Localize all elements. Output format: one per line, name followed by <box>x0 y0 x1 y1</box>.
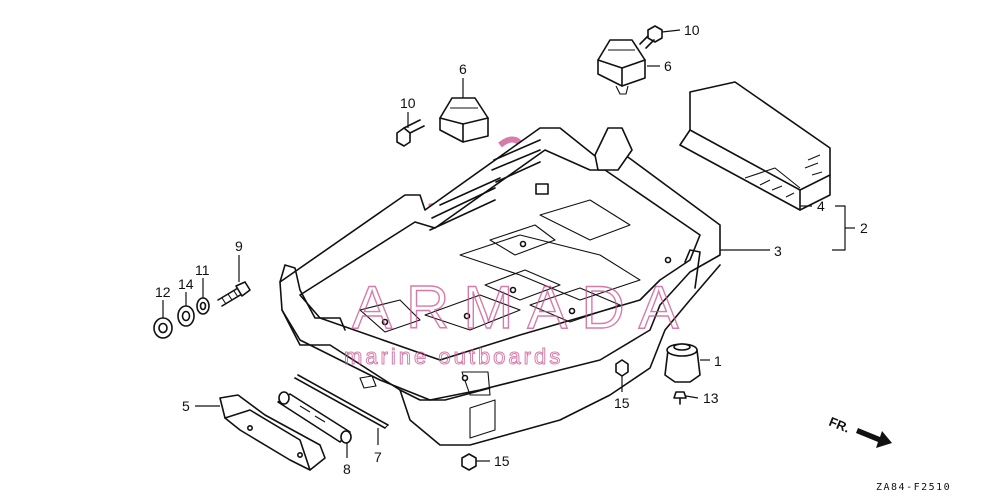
callout-6-left: 6 <box>459 61 467 77</box>
callout-2: 2 <box>860 220 868 236</box>
callout-13: 13 <box>703 390 719 406</box>
front-direction-label: FR. <box>827 414 852 436</box>
callout-15-upper: 15 <box>614 395 630 411</box>
nut-15-lower <box>461 453 477 471</box>
callout-1: 1 <box>714 353 722 369</box>
watermark-tagline: marine outboards <box>344 344 563 369</box>
callout-4: 4 <box>817 198 825 214</box>
bolt-left <box>396 119 425 147</box>
callout-11: 11 <box>195 262 210 278</box>
callout-5: 5 <box>182 398 190 414</box>
front-arrow-icon <box>856 428 892 448</box>
front-direction-indicator: FR. <box>827 414 892 448</box>
diagram-code: ZA84-F2510 <box>876 482 951 493</box>
callout-12: 12 <box>155 284 171 300</box>
callout-8: 8 <box>343 461 351 477</box>
nut-15-upper <box>615 359 629 377</box>
callout-10-left: 10 <box>400 95 416 111</box>
callout-9: 9 <box>235 238 243 254</box>
callout-14: 14 <box>178 276 194 292</box>
watermark-brand: ARMADA <box>352 274 693 341</box>
socket-wrench-8 <box>277 391 352 444</box>
leader-lines <box>162 29 855 462</box>
callout-10-right: 10 <box>684 22 700 38</box>
mount-rubber-right <box>597 39 646 95</box>
callout-3: 3 <box>774 243 782 259</box>
main-tray <box>279 127 721 446</box>
tray-cover <box>679 81 831 211</box>
mount-rubber-left <box>439 97 489 143</box>
bracket-5 <box>219 394 326 471</box>
callout-6-right: 6 <box>664 58 672 74</box>
rod-7 <box>294 374 389 429</box>
rubber-foot-1 <box>664 343 701 383</box>
callout-7: 7 <box>374 449 382 465</box>
callout-15-lower: 15 <box>494 453 510 469</box>
bolt-right <box>639 25 663 49</box>
bolt-9 <box>217 281 251 307</box>
screw-13 <box>673 391 687 405</box>
